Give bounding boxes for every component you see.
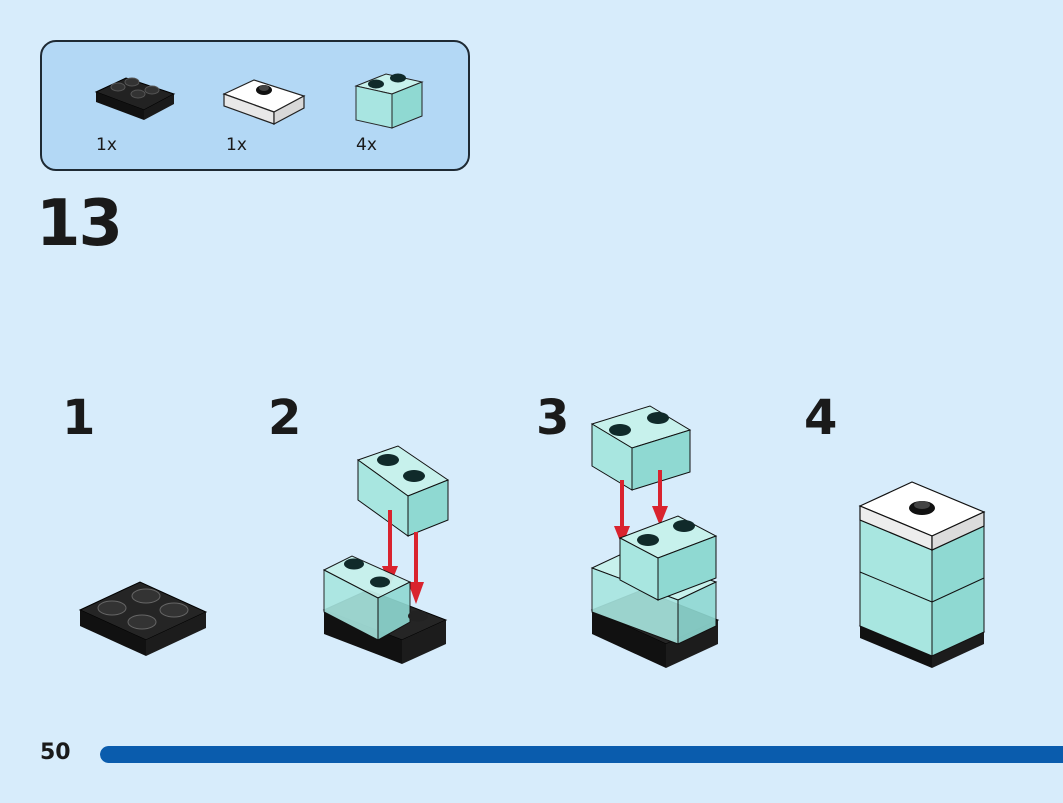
white-tile-icon [222,79,306,125]
part-quantity: 1x [226,135,247,155]
part-white-tile: 1x [212,42,322,173]
substep-3-illustration [590,405,720,668]
part-quantity: 1x [96,135,117,155]
part-quantity: 4x [356,135,377,155]
substep-label: 2 [268,390,302,446]
substep-label: 1 [62,390,96,446]
progress-fill [100,746,1063,763]
step-number: 13 [36,187,123,261]
trans-brick-icon [354,73,424,129]
progress-bar [100,746,1063,763]
substep-2-illustration [322,445,450,664]
part-black-plate: 1x [82,42,192,173]
substep-1-illustration [78,581,208,656]
substep-4-illustration [858,481,986,668]
substep-label: 3 [536,390,570,446]
page-number: 50 [40,740,71,765]
black-plate-icon [94,77,176,120]
part-trans-brick: 4x [342,42,452,173]
substep-label: 4 [804,390,838,446]
parts-callout: 1x 1x 4x [40,40,470,171]
